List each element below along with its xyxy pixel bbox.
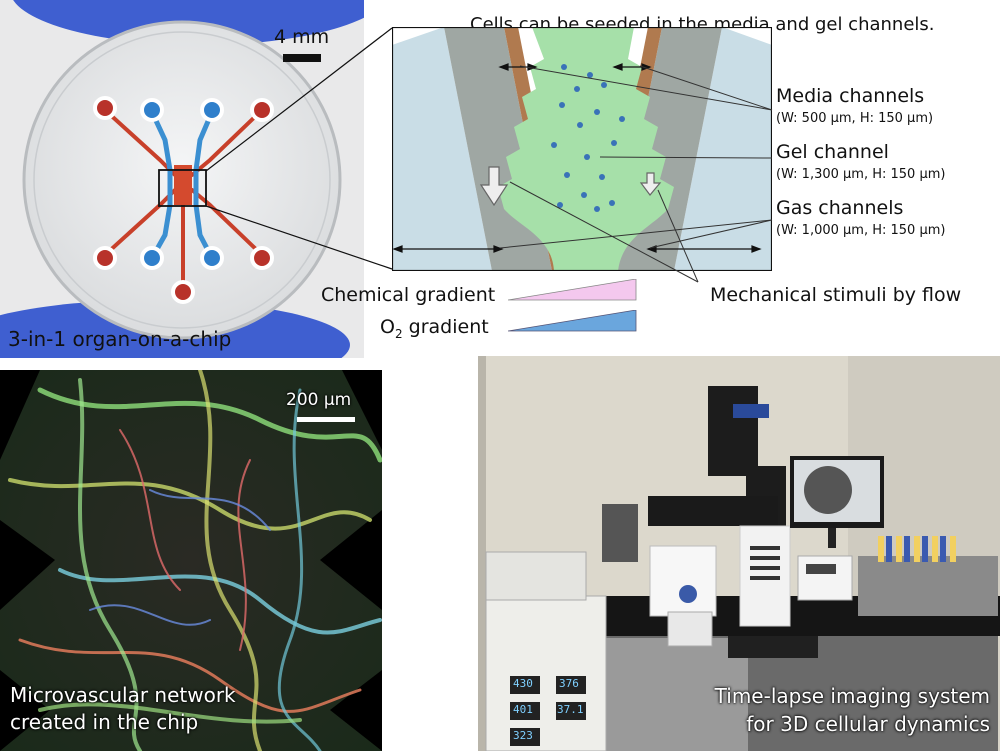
gel-channel (498, 27, 674, 271)
vessel-network (8, 370, 382, 751)
gel-label: Gel channel (776, 141, 889, 163)
o2-prefix: O (380, 316, 395, 338)
imaging-caption-line1: Time-lapse imaging system (714, 684, 990, 708)
gas-dims: (W: 1,000 µm, H: 150 µm) (776, 223, 946, 238)
micro-caption-line1: Microvascular network (10, 683, 236, 707)
zoom-connectors (205, 27, 393, 270)
microscope-stage (648, 496, 778, 526)
chip-scale-bar (283, 54, 321, 62)
controller-displays (510, 676, 586, 746)
mechanical-stimuli-label: Mechanical stimuli by flow (710, 284, 962, 306)
chip-caption: 3-in-1 organ-on-a-chip (8, 327, 232, 351)
microvascular-panel: 200 µm Microvascular network created in … (0, 370, 382, 751)
imaging-caption-line2: for 3D cellular dynamics (746, 712, 990, 736)
readout-4: 37.1 (557, 703, 584, 716)
channel-schematic (392, 27, 772, 271)
label-leaders (500, 65, 773, 283)
keyboard (728, 636, 818, 658)
o2-subscript: 2 (394, 326, 403, 341)
chemical-gradient-wedge (508, 279, 637, 301)
chip-photo (0, 0, 364, 358)
micro-scale-bar (297, 417, 355, 422)
pump-rack (858, 556, 998, 616)
imaging-photo (478, 356, 1000, 751)
gas-channel-right (674, 27, 772, 271)
microvascular-image (0, 370, 382, 751)
readout-5: 323 (513, 729, 533, 742)
chip-ports (93, 96, 274, 304)
o2-suffix: gradient (402, 316, 489, 338)
microscope-arm (708, 386, 758, 476)
micro-scale-label: 200 µm (286, 390, 352, 410)
controller (797, 555, 853, 601)
gas-label: Gas channels (776, 197, 904, 219)
cells (551, 64, 625, 212)
readout-3: 401 (513, 703, 533, 716)
flow-arrow-small (639, 172, 662, 196)
media-label: Media channels (776, 85, 925, 107)
zoom-box (158, 169, 207, 207)
chip-photo-panel: 4 mm 3-in-1 organ-on-a-chip (0, 0, 364, 358)
o2-gradient-wedge (508, 310, 637, 332)
gas-controller (485, 595, 607, 751)
readout-2: 376 (559, 677, 579, 690)
micro-caption-line2: created in the chip (10, 710, 199, 734)
camera (602, 504, 638, 562)
gas-channel-left (392, 27, 492, 271)
light-source (649, 545, 717, 617)
readout-1: 430 (513, 677, 533, 690)
flow-arrow-large (479, 166, 509, 207)
gel-dims: (W: 1,300 µm, H: 150 µm) (776, 167, 946, 182)
chip-scale-label: 4 mm (274, 26, 330, 48)
blue-channels (149, 109, 215, 261)
gel-posts (0, 370, 382, 751)
chemical-gradient-label: Chemical gradient (321, 284, 496, 306)
imaging-panel: 430 376 401 37.1 323 Time-lapse imaging … (478, 356, 1000, 751)
o2-gradient-label: O2 gradient (380, 316, 489, 341)
media-dims: (W: 500 µm, H: 150 µm) (776, 111, 934, 126)
